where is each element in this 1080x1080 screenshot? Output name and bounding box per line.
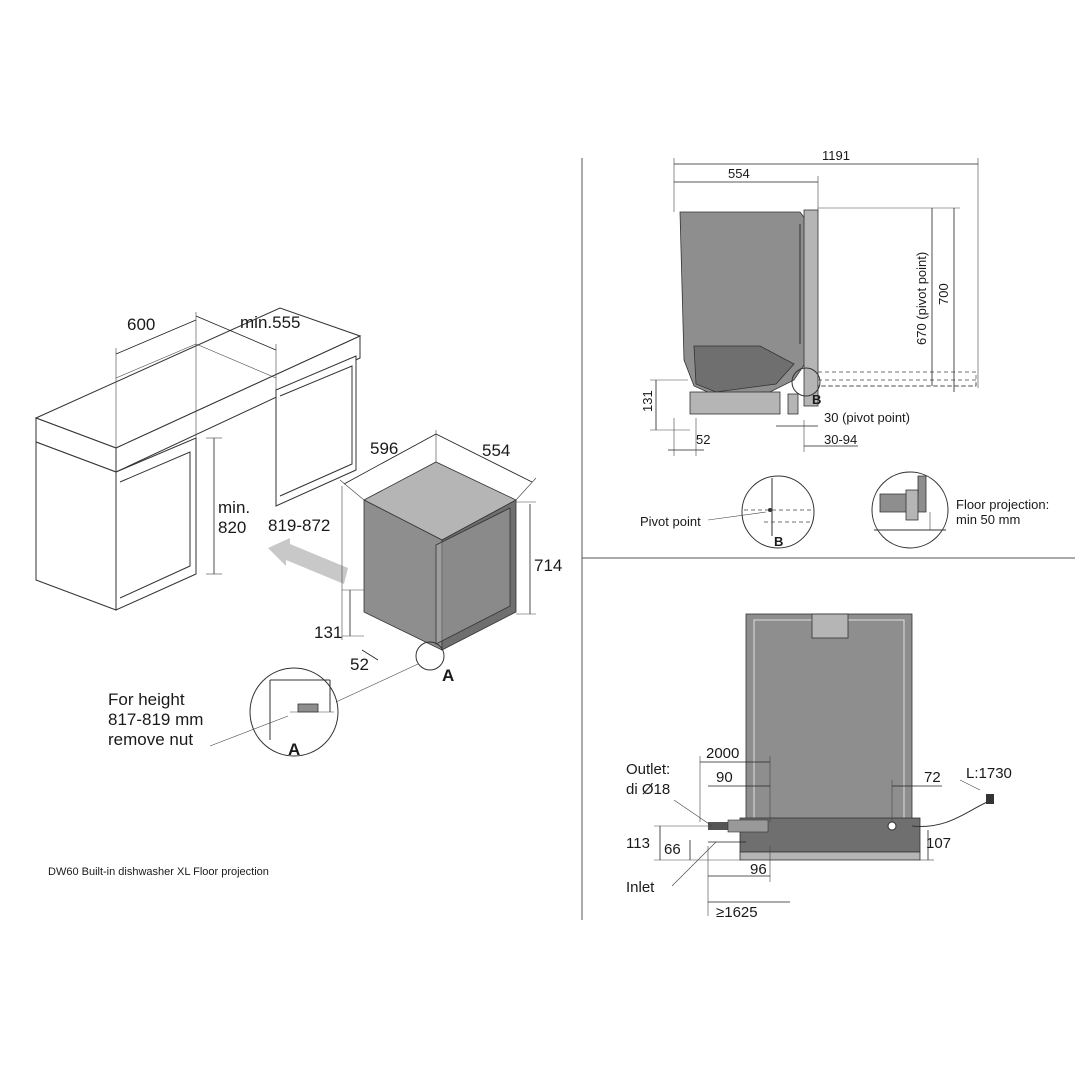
label-52: 52 [350, 655, 369, 674]
label-107: 107 [926, 835, 951, 852]
detail-b: Pivot point B [640, 475, 815, 549]
label-670: 670 (pivot point) [914, 252, 929, 345]
label-66: 66 [664, 841, 681, 858]
label-700: 700 [936, 283, 951, 305]
dim-unit-height: 714 [516, 501, 562, 615]
label-554: 554 [482, 441, 510, 460]
label-1625: ≥1625 [716, 904, 758, 921]
diagram-caption: DW60 Built-in dishwasher XL Floor projec… [48, 866, 269, 878]
dim-niche-height: min. 820 819-872 [206, 437, 330, 575]
detail-a: A For height 817-819 mm remove nut [108, 667, 339, 759]
label-96: 96 [750, 861, 767, 878]
outlet-label-1: Outlet: [626, 761, 670, 778]
label-72: 72 [924, 769, 941, 786]
dim-unit-depth: 554 [435, 433, 537, 501]
floor-line2: min 50 mm [956, 512, 1020, 527]
label-714: 714 [534, 556, 562, 575]
label-1730: L:1730 [966, 765, 1012, 782]
dim-plinth: 131 52 [314, 486, 379, 674]
label-90: 90 [716, 769, 733, 786]
label-600: 600 [127, 315, 155, 334]
label-min555: min.555 [240, 313, 300, 332]
right-cabinet [275, 355, 357, 507]
callout-b-letter: B [812, 392, 821, 407]
front-view: 2000 90 72 Outlet: di Ø18 113 66 107 L:1… [626, 613, 1012, 921]
label-131: 131 [314, 623, 342, 642]
label-30-pivot: 30 (pivot point) [824, 410, 910, 425]
floor-line1: Floor projection: [956, 497, 1049, 512]
note-line2: 817-819 mm [108, 710, 203, 729]
left-cabinet [35, 437, 197, 611]
label-596: 596 [370, 439, 398, 458]
note-line3: remove nut [108, 730, 193, 749]
pivot-point-label: Pivot point [640, 514, 701, 529]
label-30-94: 30-94 [824, 432, 857, 447]
label-side-554: 554 [728, 166, 750, 181]
label-min: min. [218, 498, 250, 517]
callout-a-letter: A [442, 666, 454, 685]
countertop [34, 307, 362, 473]
label-side-131: 131 [640, 390, 655, 412]
iso-view: 600 min.555 min. 820 819-872 [34, 307, 562, 703]
dim-cabinet-width: 600 [115, 312, 197, 378]
note-line1: For height [108, 690, 185, 709]
dim-cabinet-depth: min.555 [195, 313, 300, 378]
label-820: 820 [218, 518, 246, 537]
detail-b-letter: B [774, 534, 783, 549]
detail-floor: Floor projection: min 50 mm [871, 471, 1049, 549]
side-view: 1191 554 670 (pivot point) 700 131 52 30… [640, 148, 979, 456]
dim-unit-width: 596 [339, 430, 437, 501]
label-side-52: 52 [696, 432, 710, 447]
dishwasher-unit [363, 461, 517, 651]
panel-dividers [581, 158, 1075, 920]
inlet-label: Inlet [626, 879, 655, 896]
label-819-872: 819-872 [268, 516, 330, 535]
insert-arrow [268, 538, 348, 584]
callout-a: A [335, 641, 454, 703]
label-113: 113 [626, 835, 650, 852]
niche-outline [115, 343, 277, 448]
label-1191: 1191 [822, 148, 850, 163]
detail-a-letter: A [288, 740, 300, 759]
outlet-label-2: di Ø18 [626, 781, 670, 798]
label-2000: 2000 [706, 745, 739, 762]
